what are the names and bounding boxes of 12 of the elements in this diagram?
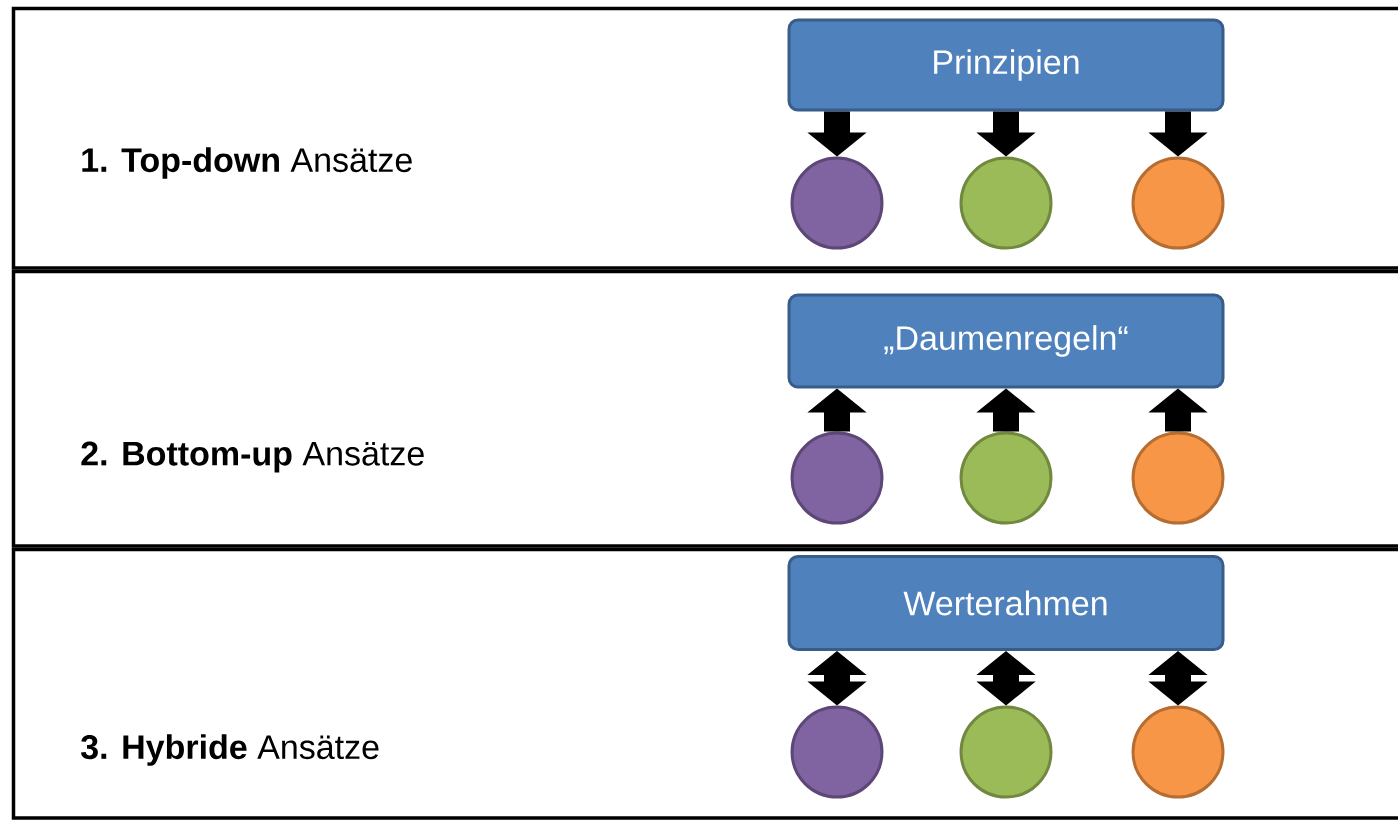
circle	[790, 156, 884, 250]
circle	[959, 431, 1053, 525]
label-box: Prinzipien	[787, 18, 1225, 112]
circle	[959, 156, 1053, 250]
circle	[1131, 431, 1225, 525]
circle	[790, 705, 884, 799]
label-box: „Daumenregeln“	[787, 293, 1225, 389]
circle	[1131, 705, 1225, 799]
label-box: Werterahmen	[787, 555, 1225, 651]
circle	[790, 431, 884, 525]
circle	[1131, 156, 1225, 250]
circle	[959, 705, 1053, 799]
